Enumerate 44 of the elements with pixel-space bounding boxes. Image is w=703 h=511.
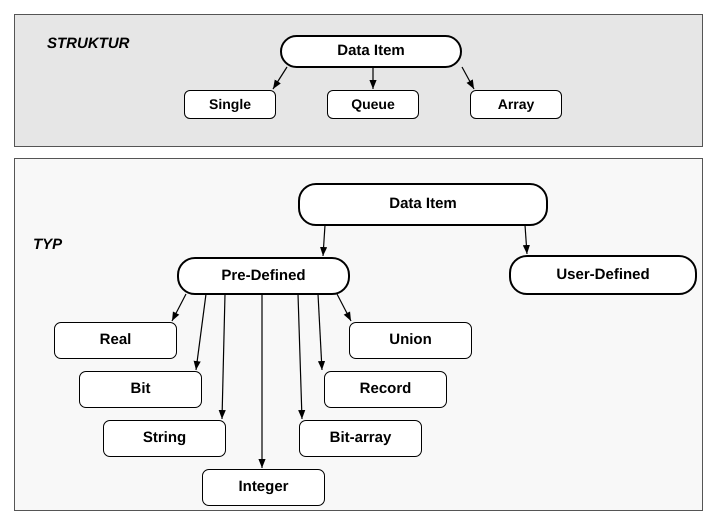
data-item-box [327,90,419,119]
node-label: Pre-Defined [221,266,306,286]
node-label: Queue [351,95,395,114]
node-label: Bit [130,379,150,400]
panel-heading: TYP [33,235,62,255]
data-item-box [184,90,276,119]
arrow [297,294,306,420]
arrow [336,294,352,322]
node-label: Integer [238,477,288,498]
node-label: Bit-array [330,428,392,448]
data-item-box [54,322,177,359]
arrow [369,67,377,89]
arrow [258,294,266,468]
node-label: String [142,428,186,448]
panel-heading: STRUKTUR [47,34,130,54]
node-label: Single [208,95,251,114]
data-item-box [177,257,350,295]
data-item-box [79,371,202,408]
data-item-box [103,420,226,457]
node-label: Union [389,330,432,350]
arrow [194,294,207,370]
data-item-box [324,371,447,408]
node-label: Array [498,95,534,114]
data-item-box [280,35,462,68]
arrow [171,294,187,322]
arrow [522,224,530,254]
arrow [272,66,288,90]
data-item-box [298,183,548,226]
node-label: Data Item [337,41,405,62]
node-label: Record [360,379,412,400]
arrow [461,66,475,90]
data-item-box [470,90,562,119]
arrow [317,294,326,370]
arrow [320,224,328,256]
node-label: User-Defined [556,264,650,285]
node-label: Real [100,330,132,350]
data-item-box [299,420,422,457]
group-panel [14,158,703,511]
node-label: Data Item [389,194,457,214]
group-panel [14,14,703,147]
data-item-box [349,322,472,359]
data-item-box [202,469,325,506]
data-item-box [509,255,697,295]
arrow [218,294,226,420]
